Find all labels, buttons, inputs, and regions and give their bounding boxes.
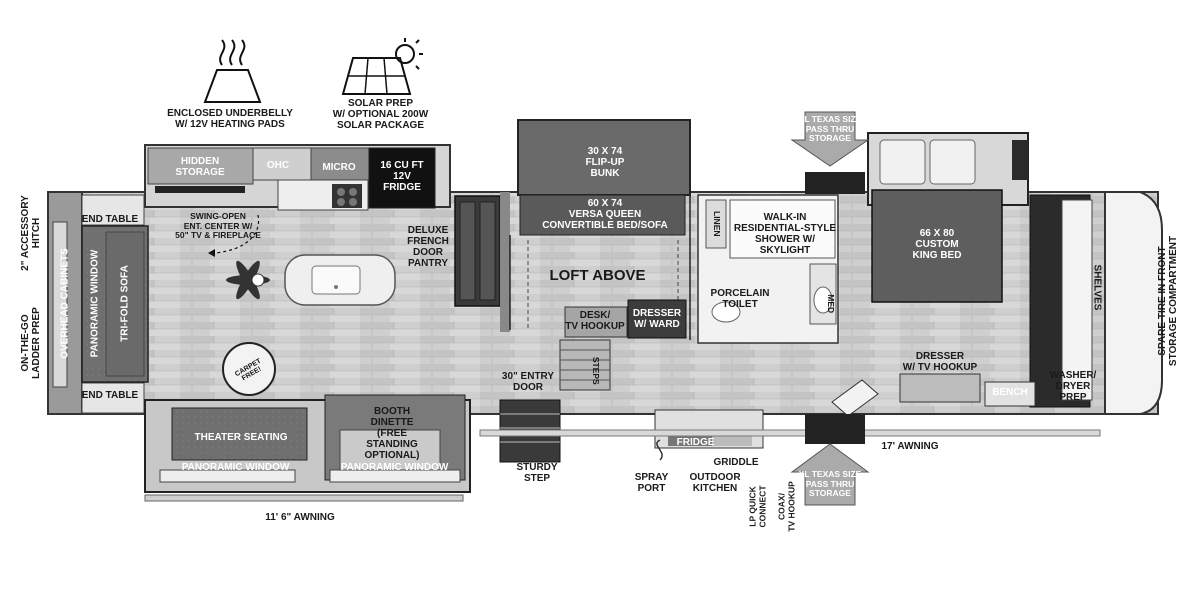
shower-label: WALK-IN RESIDENTIAL-STYLE SHOWER W/ SKYL… [733,212,837,256]
bedroom-dresser-label: DRESSER W/ TV HOOKUP [902,351,978,373]
front-cap [47,191,83,415]
shelves-label: SHELVES [1091,264,1103,311]
pass-thru-arrow-top [790,111,870,167]
left-slide [144,394,471,493]
stairs-to-loft [559,339,611,391]
overhead-cabinets-label: OVERHEAD CABINETS [59,248,71,359]
ent-center-label: SWING-OPEN ENT. CENTER W/ 50" TV & FIREP… [175,211,261,240]
coax-label: COAX/ TV HOOKUP [776,481,797,532]
outdoor-kitchen-label: OUTDOOR KITCHEN [689,472,741,494]
bunk-slide [500,119,691,340]
end-table-top [81,194,145,226]
desk [564,306,628,338]
toilet-label: PORCELAIN TOILET [710,288,770,310]
theater-seating-label: THEATER SEATING [194,432,288,443]
kitchen-slide [144,144,451,211]
linen-label: LINEN [711,211,722,237]
bedroom-dresser-angled [831,379,879,417]
flip-up-bunk-label: 30 X 74 FLIP-UP BUNK [585,146,625,179]
bathroom [697,194,839,344]
pantry [454,195,501,307]
outdoor-fridge-label: FRIDGE [676,437,715,448]
bench-label: BENCH [992,387,1028,398]
king-bed [871,189,1003,303]
end-table-bottom-label: END TABLE [81,390,139,401]
carpet-free-badge: CARPET FREE! [222,342,276,396]
ohc-label: OHC [266,160,290,171]
pass-thru-bottom-label: XL TEXAS SIZE PASS THRU STORAGE [798,469,862,498]
heat-icon [203,39,262,103]
spare-tire-label: SPARE TIRE IN FRONT STORAGE COMPARTMENT [1157,235,1179,367]
griddle-label: GRIDDLE [713,457,759,468]
panoramic-window-left-label: PANORAMIC WINDOW [181,462,290,473]
spray-port-label: SPRAY PORT [634,472,669,494]
pass-thru-top-label: XL TEXAS SIZE PASS THRU STORAGE [798,114,862,143]
loft-label: LOFT ABOVE [549,267,646,284]
carpet-free-text: CARPET FREE! [234,357,263,383]
steps-label: STEPS [590,356,601,385]
king-bed-label: 66 X 80 CUSTOM KING BED [912,228,962,261]
washer-label: WASHER/ DRYER PREP [1049,370,1097,403]
sofa-label: TRI-FOLD SOFA [119,265,131,342]
med-label: MED [825,294,836,314]
desk-label: DESK/ TV HOOKUP [565,310,625,332]
end-table-bottom [81,382,145,414]
bunk-dresser [627,299,687,339]
hidden-storage-label: HIDDEN STORAGE [175,156,225,178]
solar-panel-icon [341,38,423,95]
sturdy-step-label: STURDY STEP [516,462,558,484]
pass-thru-top [805,172,865,194]
tri-fold-sofa [81,225,149,383]
awning-left-bar [144,494,464,502]
rear-closet [1029,191,1163,415]
pantry-label: DELUXE FRENCH DOOR PANTRY [407,225,449,269]
lp-connect-label: LP QUICK CONNECT [747,485,768,528]
dinette-label: BOOTH DINETTE (FREE STANDING OPTIONAL) [364,406,420,461]
end-table-top-label: END TABLE [81,214,139,225]
ladder-label: ON-THE-GO LADDER PREP [20,307,42,379]
bench [984,381,1036,407]
awning-right-bar [479,429,1101,437]
awning-left-label: 11' 6" AWNING [265,512,335,523]
bunk-dresser-label: DRESSER W/ WARD [632,308,682,330]
bedroom-dresser [899,373,981,403]
kitchen-island [284,254,396,306]
ent-center-arrow [208,214,260,257]
ceiling-fan-icon [226,260,270,300]
panoramic-window-right-label: PANORAMIC WINDOW [340,462,449,473]
panoramic-window-front-label: PANORAMIC WINDOW [89,249,101,358]
solar-label: SOLAR PREP W/ OPTIONAL 200W SOLAR PACKAG… [332,98,429,131]
pass-thru-bottom [805,414,865,444]
pass-thru-arrow-bottom [790,443,870,506]
micro-label: MICRO [322,162,356,173]
awning-right-label: 17' AWNING [881,441,939,452]
entry-door-label: 30" ENTRY DOOR [501,371,555,393]
versa-queen-label: 60 X 74 VERSA QUEEN CONVERTIBLE BED/SOFA [542,198,668,231]
hitch-label: 2" ACCESSORY HITCH [20,195,42,271]
fridge-label: 16 CU FT 12V FRIDGE [380,160,424,193]
underbelly-label: ENCLOSED UNDERBELLY W/ 12V HEATING PADS [167,108,293,130]
